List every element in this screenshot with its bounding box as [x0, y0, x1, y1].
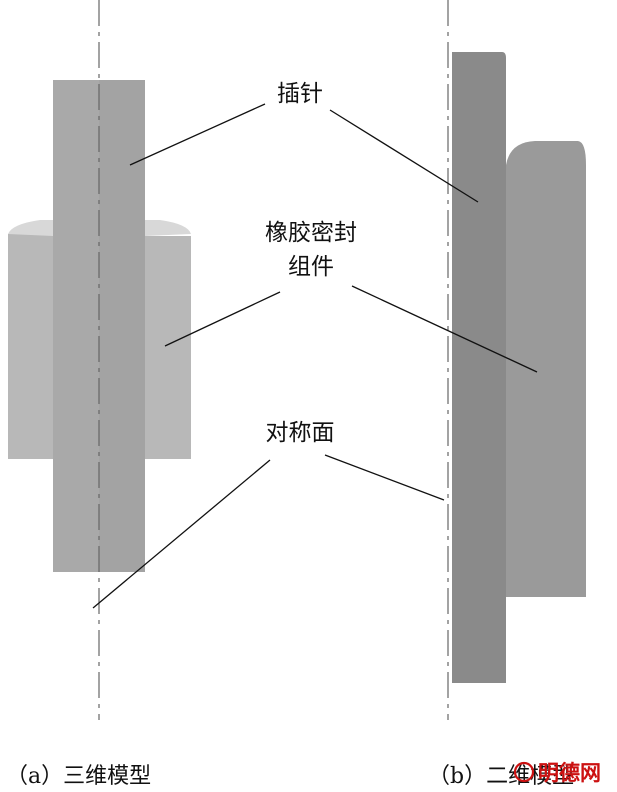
watermark: 明德网 [513, 761, 601, 785]
leader-lines [92, 103, 538, 609]
pin-2d [452, 52, 506, 683]
leader-sym-a [92, 459, 271, 609]
leader-pin-a [129, 103, 266, 166]
watermark-logo-icon [513, 761, 535, 783]
seal-3d-left [8, 234, 53, 459]
pin-3d-highlight [53, 80, 99, 572]
model-3d [8, 0, 191, 720]
leader-sym-b [324, 454, 445, 501]
leader-pin-b [329, 109, 479, 203]
caption-a: （a）三维模型 [6, 764, 151, 789]
leader-seal-a [164, 291, 281, 347]
caption-b: （b）二维模型 [428, 764, 574, 789]
label-symmetry: 对称面 [266, 420, 335, 446]
leader-seal-b [351, 285, 538, 373]
label-seal-line1: 橡胶密封 [265, 220, 357, 246]
model-2d [447, 0, 586, 720]
label-seal-line2: 组件 [288, 254, 334, 280]
label-pin: 插针 [277, 81, 323, 107]
seal-2d [506, 141, 586, 597]
seal-3d-right [145, 236, 191, 459]
watermark-text: 明德网 [538, 761, 601, 785]
